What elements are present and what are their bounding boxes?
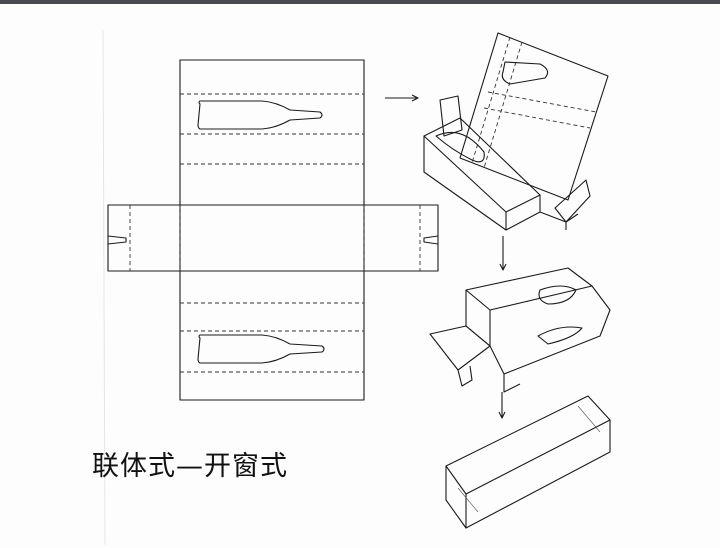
box-window [538, 285, 577, 305]
fold-step-1 [423, 32, 609, 231]
closed-box [445, 395, 611, 529]
box-side [423, 136, 507, 231]
scan-edge-line [102, 29, 106, 546]
bottle-window [197, 334, 325, 364]
flat-net [107, 59, 439, 401]
net-wing-band [107, 204, 439, 272]
box-side [465, 420, 611, 529]
box-top [423, 117, 541, 213]
arrow-down [499, 236, 507, 271]
box-end [445, 466, 467, 529]
slot-notch [423, 235, 439, 245]
bottle-window [197, 100, 323, 130]
top-bar [0, 0, 720, 4]
inner-window [537, 326, 583, 345]
slot-notch [107, 235, 127, 245]
fold-step-2 [429, 267, 611, 393]
arrow-down [498, 392, 506, 419]
box-window [435, 131, 485, 163]
panel-window [501, 61, 549, 85]
tilted-panel [459, 32, 609, 201]
net-main-panel [179, 59, 365, 401]
diagram-caption: 联体式—开窗式 [92, 451, 288, 482]
box-top [445, 395, 611, 495]
arrow-right [385, 94, 419, 102]
